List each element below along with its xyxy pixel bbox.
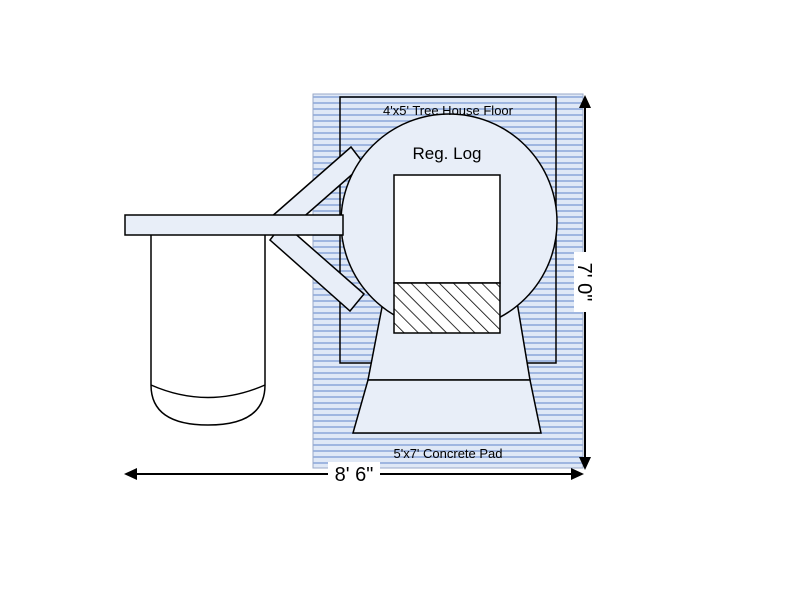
horizontal-beam bbox=[124, 214, 344, 236]
slide-curve bbox=[150, 384, 266, 399]
width-dimension-label: 8' 6" bbox=[335, 464, 374, 486]
height-label-bg bbox=[574, 252, 596, 312]
width-arrow-left bbox=[124, 468, 137, 480]
slide-body bbox=[150, 232, 266, 426]
height-arrow-top bbox=[579, 95, 591, 108]
log-inner-rect bbox=[393, 174, 501, 284]
concrete-pad-label: 5'x7' Concrete Pad bbox=[393, 446, 502, 461]
width-label-bg bbox=[328, 462, 380, 482]
log-base-lower bbox=[352, 379, 542, 434]
log-label: Reg. Log bbox=[413, 144, 482, 163]
tree-house-floor-label: 4'x5' Tree House Floor bbox=[383, 103, 514, 118]
log-hatched-rect bbox=[393, 282, 501, 334]
height-dimension-label: 7' 0" bbox=[573, 263, 595, 302]
height-arrow-bottom bbox=[579, 457, 591, 470]
width-arrow-right bbox=[571, 468, 584, 480]
